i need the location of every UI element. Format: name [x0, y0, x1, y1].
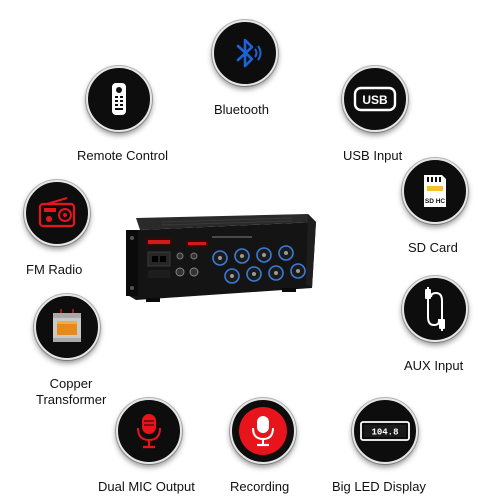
bluetooth-icon	[236, 38, 262, 68]
bluetooth-badge	[212, 20, 278, 86]
aux-badge	[402, 276, 468, 342]
transformer-icon	[53, 309, 81, 342]
usb-input-label: USB Input	[343, 148, 403, 163]
led-display-badge: 104.8	[352, 398, 418, 464]
fm-radio-label: FM Radio	[26, 262, 83, 277]
radio-icon	[38, 197, 76, 228]
remote-control-icon	[112, 83, 126, 115]
sd-icon-text: SD HC	[425, 198, 446, 205]
remote-control-badge	[86, 66, 152, 132]
usb-badge: USB	[342, 66, 408, 132]
bluetooth-label: Bluetooth	[214, 102, 269, 117]
mic-badge	[116, 398, 182, 464]
led-display-label: Big LED Display	[332, 479, 426, 494]
transformer-label-line1: Copper	[49, 376, 93, 391]
transformer-label: Copper Transformer	[36, 376, 106, 408]
transformer-label-line2: Transformer	[36, 392, 107, 407]
amplifier-illustration	[126, 214, 316, 302]
remote-control-label: Remote Control	[77, 148, 169, 163]
recording-badge	[230, 398, 296, 464]
usb-icon: USB	[353, 86, 397, 112]
aux-input-label: AUX Input	[404, 358, 464, 373]
transformer-badge	[34, 294, 100, 360]
dual-mic-label: Dual MIC Output	[98, 479, 195, 494]
sd-card-badge: SD HC	[402, 158, 468, 224]
sd-card-icon: SD HC	[424, 175, 446, 207]
sd-card-label: SD Card	[408, 240, 458, 255]
aux-cable-icon	[425, 287, 445, 331]
led-display-icon: 104.8	[360, 421, 410, 441]
amplifier-product-image	[122, 208, 318, 304]
recording-microphone-icon	[239, 407, 287, 455]
led-display-text: 104.8	[371, 428, 398, 438]
recording-label: Recording	[230, 479, 290, 494]
microphone-icon	[137, 414, 161, 449]
fm-radio-badge	[24, 180, 90, 246]
usb-icon-text: USB	[362, 93, 388, 107]
